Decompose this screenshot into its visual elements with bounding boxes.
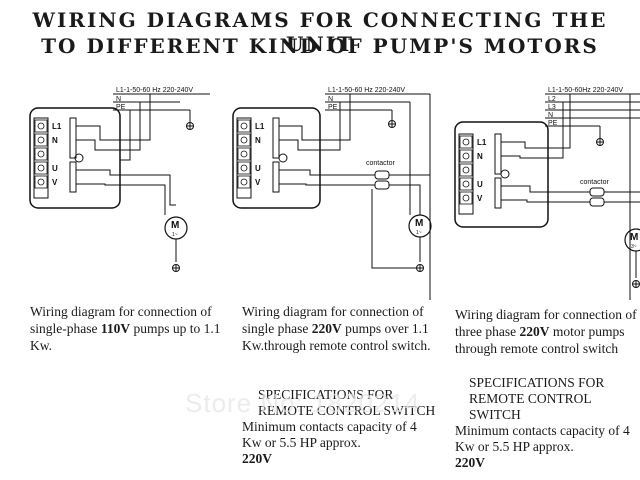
diagram-1-terminal-u: U xyxy=(52,164,58,173)
diagram-3-spec-title: SPECIFICATIONS FOR REMOTE CONTROL SWITCH xyxy=(469,375,605,422)
diagram-1-terminal-v: V xyxy=(52,178,58,187)
diagram-3-terminal-n: N xyxy=(477,152,483,161)
diagram-3: L1-1-50-60Hz 220-240V L2 L3 N PE L1 N U … xyxy=(454,87,640,300)
diagram-3-caption-text: Wiring diagram for connection of three p… xyxy=(455,307,637,339)
diagram-1: L1-1-50-60 Hz 220-240V N PE L1 N U V xyxy=(29,87,210,272)
diagram-2-line-n: N xyxy=(328,96,333,103)
diagram-3-motor-label: M xyxy=(630,232,638,243)
diagram-2-caption-tail: pumps over 1.1 Kw.through remote control… xyxy=(242,321,431,353)
diagram-2-spec-text: Minimum contacts capacity of 4 Kw or 5.5… xyxy=(242,419,417,450)
diagram-1-supply-label: L1-1-50-60 Hz 220-240V xyxy=(116,87,193,94)
diagram-1-caption-voltage: 110V xyxy=(100,321,131,336)
diagram-2-contactor-label: contactor xyxy=(366,160,395,167)
diagram-2-caption-text: Wiring diagram for connection of single … xyxy=(242,304,424,336)
diagram-2-line-pe: PE xyxy=(328,104,338,111)
diagram-3-caption-voltage: 220V xyxy=(519,324,550,339)
diagram-1-line-n: N xyxy=(116,96,121,103)
diagram-1-caption: Wiring diagram for connection of single-… xyxy=(30,303,225,354)
diagram-2-specs: SPECIFICATIONS FOR REMOTE CONTROL SWITCH… xyxy=(242,387,437,467)
diagram-3-spec-voltage: 220V xyxy=(455,455,485,470)
diagram-1-terminal-l1: L1 xyxy=(52,122,62,131)
diagram-3-line-pe: PE xyxy=(548,120,558,127)
diagram-3-motor-sub: 3~ xyxy=(631,244,637,250)
watermark: Store No: 1820214 xyxy=(185,388,421,418)
diagram-3-terminal-u: U xyxy=(477,180,483,189)
diagram-3-caption-tail: motor pumps through remote control switc… xyxy=(455,324,625,356)
diagram-3-supply-label: L1-1-50-60Hz 220-240V xyxy=(548,87,623,94)
diagram-3-terminal-l1: L1 xyxy=(477,138,487,147)
diagram-1-motor-sub: 1~ xyxy=(172,232,178,238)
diagram-2-caption: Wiring diagram for connection of single … xyxy=(242,303,437,354)
diagram-1-terminal-n: N xyxy=(52,136,58,145)
diagram-3-spec-text: Minimum contacts capacity of 4 Kw or 5.5… xyxy=(455,423,630,454)
title-line-2: TO DIFFERENT KIND OF PUMP'S MOTORS xyxy=(41,34,599,58)
diagram-2-supply-label: L1-1-50-60 Hz 220-240V xyxy=(328,87,405,94)
diagram-3-contactor-label: contactor xyxy=(580,179,609,186)
diagram-3-caption: Wiring diagram for connection of three p… xyxy=(455,306,640,357)
diagram-2: L1-1-50-60 Hz 220-240V N PE L1 N U V xyxy=(232,87,432,300)
diagram-2-terminal-l1: L1 xyxy=(255,122,265,131)
diagram-1-caption-text: Wiring diagram for connection of single-… xyxy=(30,304,212,336)
diagram-2-terminal-n: N xyxy=(255,136,261,145)
diagram-2-terminal-u: U xyxy=(255,164,261,173)
diagram-3-line-n: N xyxy=(548,112,553,119)
diagram-2-motor-label: M xyxy=(415,218,423,229)
diagram-1-motor-label: M xyxy=(171,220,179,231)
title-line-1: WIRING DIAGRAMS FOR CONNECTING THE UNIT xyxy=(32,8,608,56)
diagram-3-line-l2: L2 xyxy=(548,96,556,103)
diagram-2-spec-title: SPECIFICATIONS FOR REMOTE CONTROL SWITCH xyxy=(258,387,436,418)
diagram-3-specs: SPECIFICATIONS FOR REMOTE CONTROL SWITCH… xyxy=(455,375,640,471)
diagram-3-line-l3: L3 xyxy=(548,104,556,111)
diagram-2-terminal-v: V xyxy=(255,178,261,187)
diagram-1-caption-tail: pumps up to 1.1 Kw. xyxy=(30,321,221,353)
diagram-1-line-pe: PE xyxy=(116,104,126,111)
diagram-3-terminal-v: V xyxy=(477,194,483,203)
diagram-2-spec-voltage: 220V xyxy=(242,451,272,466)
diagram-2-caption-voltage: 220V xyxy=(311,321,342,336)
diagram-2-motor-sub: 1~ xyxy=(416,230,422,236)
